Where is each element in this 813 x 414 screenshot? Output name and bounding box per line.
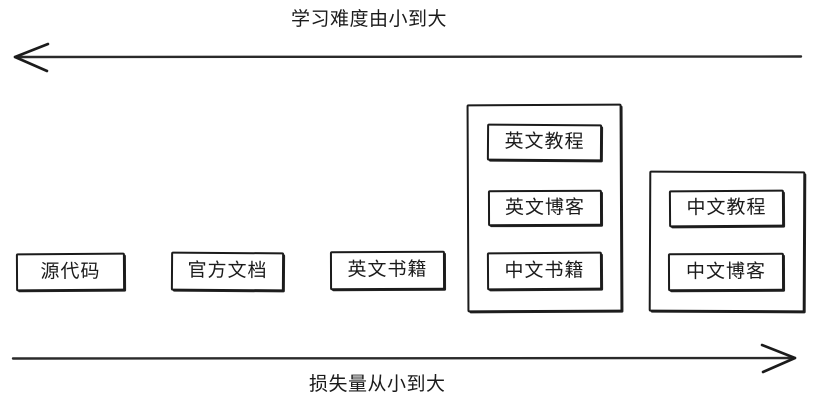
- arrow-left-icon: [13, 42, 803, 73]
- node-source-code[interactable]: 源代码: [15, 252, 126, 292]
- node-label: 官方文档: [187, 259, 268, 282]
- bottom-axis-arrow: [11, 343, 797, 374]
- arrow-right-icon: [11, 343, 797, 374]
- node-english-blogs[interactable]: 英文博客: [487, 189, 603, 227]
- node-label: 中文博客: [685, 259, 767, 283]
- node-english-books[interactable]: 英文书籍: [329, 250, 446, 291]
- top-axis-arrow: [13, 42, 803, 73]
- node-label: 英文博客: [504, 195, 586, 219]
- top-axis-label: 学习难度由小到大: [291, 8, 448, 30]
- node-official-docs[interactable]: 官方文档: [170, 251, 285, 292]
- node-label: 源代码: [40, 259, 101, 283]
- node-chinese-blogs[interactable]: 中文博客: [667, 252, 785, 292]
- node-label: 英文教程: [504, 130, 585, 153]
- node-label: 中文书籍: [504, 258, 585, 282]
- node-label: 英文书籍: [347, 258, 428, 281]
- node-chinese-tutorials[interactable]: 中文教程: [668, 189, 785, 228]
- node-chinese-books[interactable]: 中文书籍: [486, 251, 603, 291]
- bottom-axis-label: 损失量从小到大: [309, 373, 446, 395]
- node-english-tutorials[interactable]: 英文教程: [486, 123, 603, 162]
- node-label: 中文教程: [686, 196, 767, 219]
